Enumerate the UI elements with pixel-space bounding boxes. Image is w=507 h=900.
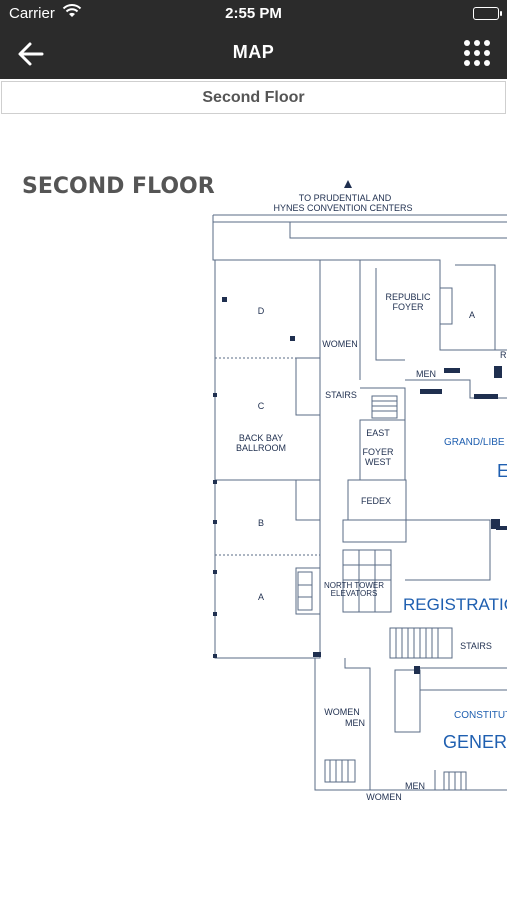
room-label-a[interactable]: A xyxy=(258,592,264,602)
map-label: HYNES CONVENTION CENTERS xyxy=(273,203,412,213)
room-label-grand-liberty[interactable]: GRAND/LIBE xyxy=(444,437,505,448)
room-label-a-right[interactable]: A xyxy=(469,310,475,320)
stairs-label: STAIRS xyxy=(325,390,357,400)
carrier-label: Carrier xyxy=(9,5,55,22)
map-label: TO PRUDENTIAL AND xyxy=(299,193,392,203)
restroom-men-label: MEN xyxy=(345,718,365,728)
wifi-icon xyxy=(62,3,82,23)
map-label[interactable]: EAST xyxy=(366,428,390,438)
room-label-c[interactable]: C xyxy=(258,401,265,411)
map-label: NORTH TOWER xyxy=(324,581,384,590)
restroom-men-label: MEN xyxy=(416,369,436,379)
room-label-d[interactable]: D xyxy=(258,306,265,316)
map-heading: SECOND FLOOR xyxy=(22,174,215,199)
page-title: MAP xyxy=(232,42,275,62)
north-arrow-icon xyxy=(344,180,352,188)
map-label[interactable]: FOYER xyxy=(362,447,394,457)
battery-icon xyxy=(473,7,502,20)
restroom-women-label: WOMEN xyxy=(322,339,358,349)
clock: 2:55 PM xyxy=(225,5,282,22)
restroom-women-label: WOMEN xyxy=(366,792,402,802)
map-label[interactable]: BACK BAY xyxy=(239,433,283,443)
map-label: R xyxy=(500,350,507,360)
status-bar: Carrier 2:55 PM xyxy=(0,0,507,28)
room-label-b[interactable]: B xyxy=(258,518,264,528)
restroom-men-label: MEN xyxy=(405,781,425,791)
map-label: ELEVATORS xyxy=(331,589,378,598)
room-label-general[interactable]: GENERA xyxy=(443,732,507,752)
nav-bar: MAP xyxy=(0,28,507,79)
map-label[interactable]: REPUBLIC xyxy=(385,292,431,302)
stairs-label: STAIRS xyxy=(460,641,492,651)
map-label[interactable]: E xyxy=(497,461,507,481)
room-label-registration[interactable]: REGISTRATIO xyxy=(403,595,507,614)
grid-menu-icon[interactable] xyxy=(463,39,491,67)
map-label[interactable]: FOYER xyxy=(392,302,424,312)
map-label[interactable]: FEDEX xyxy=(361,496,391,506)
room-label-constitution[interactable]: CONSTITUT xyxy=(454,710,507,721)
map-label[interactable]: BALLROOM xyxy=(236,443,286,453)
restroom-women-label: WOMEN xyxy=(324,707,360,717)
back-arrow-icon[interactable] xyxy=(16,39,46,69)
map-label[interactable]: WEST xyxy=(365,457,392,467)
floor-selector-tab[interactable]: Second Floor xyxy=(1,81,506,114)
